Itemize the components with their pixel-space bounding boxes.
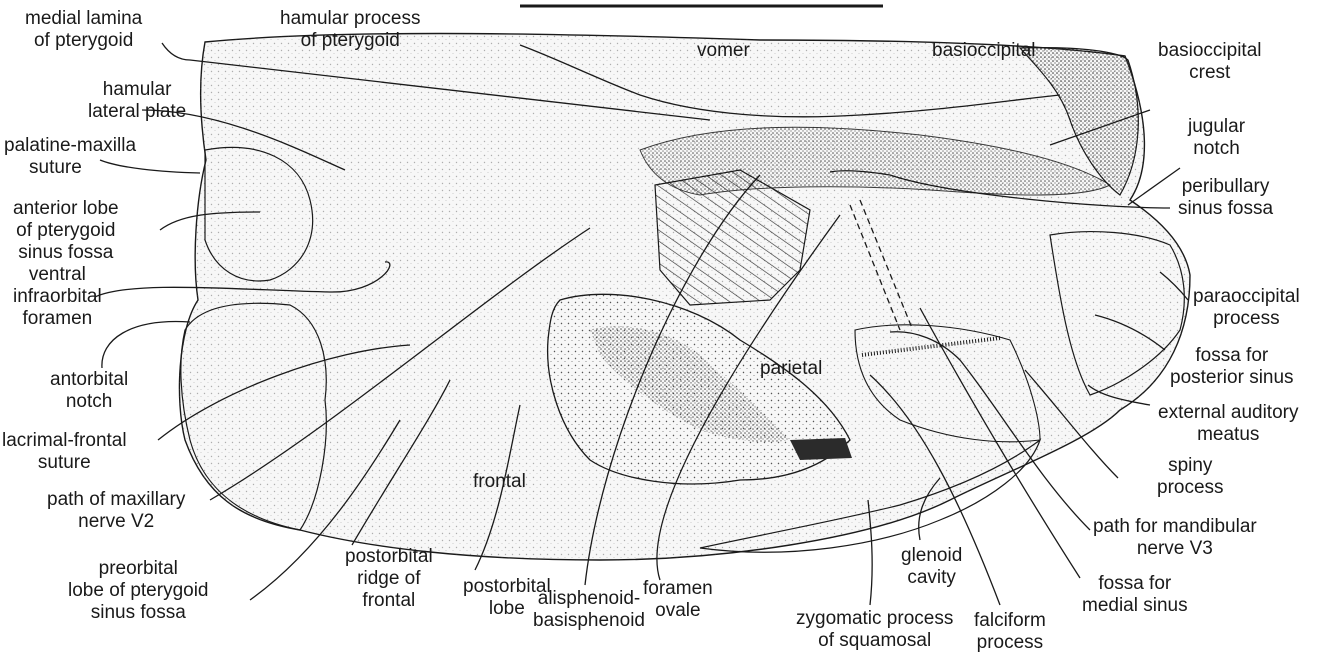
label-basioccipital: basioccipital xyxy=(932,40,1036,62)
label-alisphenoid-basisphenoid: alisphenoid-basisphenoid xyxy=(533,588,645,632)
dark-fossa xyxy=(790,438,852,460)
label-parietal: parietal xyxy=(760,358,822,380)
label-vomer: vomer xyxy=(697,40,750,62)
label-frontal: frontal xyxy=(473,471,526,493)
leader-antorbital xyxy=(102,322,190,368)
